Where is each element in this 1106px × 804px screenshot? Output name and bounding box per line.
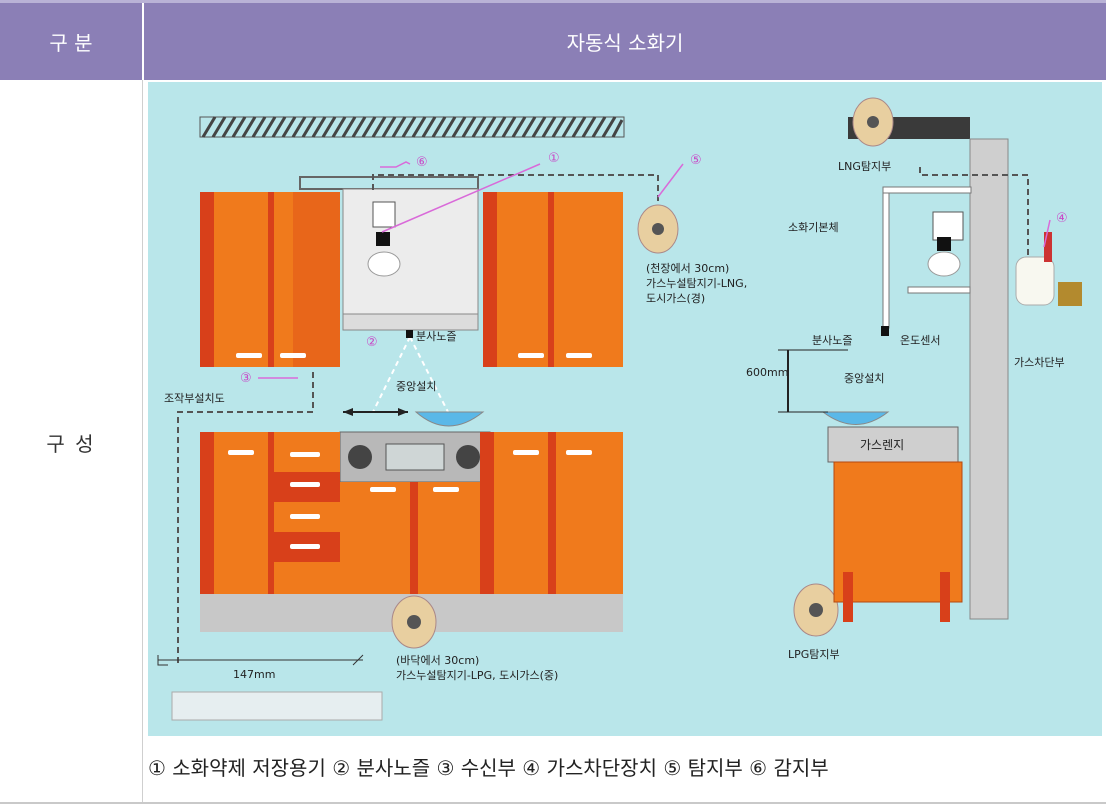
range-hood: [299, 176, 479, 331]
detector-5: [637, 204, 679, 254]
label-width-147: 147mm: [233, 668, 275, 681]
marker-4: ④: [1056, 211, 1068, 226]
label-center-right: 중앙설치: [844, 372, 884, 385]
table-header: 구 분 자동식 소화기: [0, 0, 1106, 80]
dashed-wiring-left: [177, 372, 314, 667]
ceiling-hatch: [199, 116, 625, 138]
header-title: 자동식 소화기: [566, 31, 684, 55]
marker-2: ②: [366, 335, 378, 350]
control-panel-sketch: [171, 691, 383, 721]
label-lpg-detector: LPG탐지부: [788, 648, 840, 661]
diagram-background: [148, 82, 1102, 736]
kitchen-diagram: ⑥ ① ⑤ ② ③ ④ LNG탐지부 소화기본체 (천장에서 30cm) 가스누…: [148, 82, 1102, 736]
upper-cabinet-left: [200, 192, 340, 367]
spray-cone-left: [343, 330, 485, 427]
label-control-install: 조작부설치도: [164, 392, 225, 405]
row-label: 구 성: [46, 431, 96, 456]
marker-6: ⑥: [416, 155, 428, 170]
label-detector-note-1: (천장에서 30cm): [646, 261, 729, 275]
marker-5: ⑤: [690, 153, 702, 168]
label-floor-note-1: (바닥에서 30cm): [396, 654, 479, 667]
right-elevation: [778, 138, 1082, 622]
gas-stove-left: [339, 431, 491, 483]
dimension-147: [157, 654, 364, 666]
label-gas-range: 가스렌지: [860, 438, 904, 452]
label-height-600: 600mm: [746, 366, 788, 379]
label-floor-note-2: 가스누설탐지기-LPG, 도시가스(중): [396, 669, 558, 682]
detector-lpg: [793, 583, 839, 637]
table-bottom-border: [0, 802, 1106, 804]
label-extinguisher-body: 소화기본체: [788, 221, 839, 234]
label-gas-shutoff: 가스차단부: [1014, 356, 1065, 369]
label-nozzle-right: 분사노즐: [812, 334, 852, 347]
label-temp-sensor: 온도센서: [900, 334, 940, 347]
marker-leaders: [258, 161, 1051, 379]
label-detector-note-3: 도시가스(경): [646, 292, 705, 305]
marker-1: ①: [548, 151, 560, 166]
label-lng-detector: LNG탐지부: [838, 160, 891, 173]
component-legend: ① 소화약제 저장용기 ② 분사노즐 ③ 수신부 ④ 가스차단장치 ⑤ 탐지부 …: [148, 755, 829, 780]
label-center-left: 중앙설치: [396, 380, 436, 393]
detector-floor: [391, 595, 437, 649]
label-detector-note-2: 가스누설탐지기-LNG,: [646, 277, 747, 290]
upper-cabinet-right: [483, 192, 623, 367]
marker-3: ③: [240, 371, 252, 386]
header-divider: [142, 3, 144, 80]
header-category: 구 분: [49, 31, 93, 55]
label-nozzle-left: 분사노즐: [416, 330, 456, 343]
detector-lng: [852, 97, 894, 147]
column-divider: [142, 80, 143, 804]
